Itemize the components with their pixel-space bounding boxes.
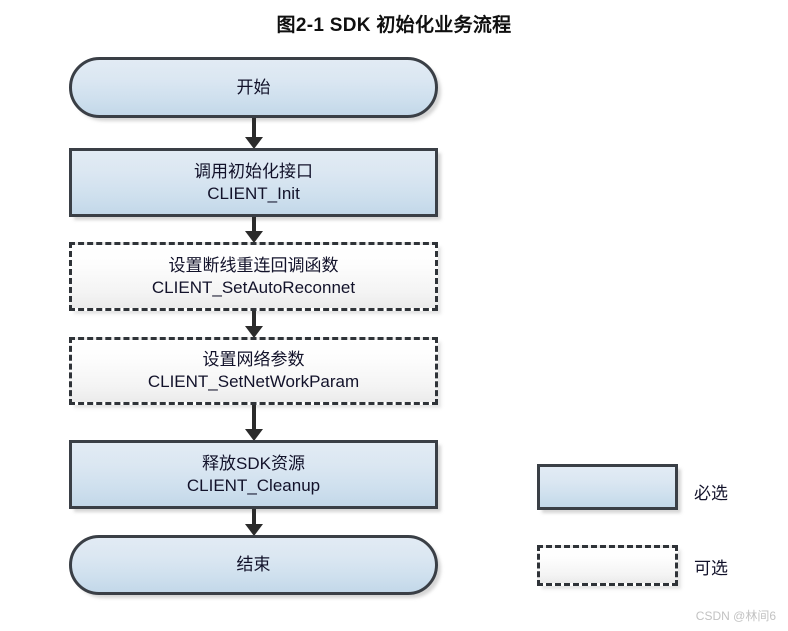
flow-node-reconnect: 设置断线重连回调函数 CLIENT_SetAutoReconnet — [69, 242, 438, 311]
legend-required-swatch — [537, 464, 678, 510]
flow-node-reconnect-line2: CLIENT_SetAutoReconnet — [151, 277, 356, 297]
connector-arrow-netparam-to-cleanup — [245, 405, 263, 441]
flow-node-netparam-line1: 设置网络参数 — [202, 350, 305, 370]
flow-node-end: 结束 — [69, 535, 438, 595]
flow-node-cleanup-line1: 释放SDK资源 — [202, 453, 305, 473]
flow-node-start: 开始 — [69, 57, 438, 118]
legend-optional-swatch — [537, 545, 678, 586]
flow-node-init-line1: 调用初始化接口 — [194, 161, 313, 181]
connector-arrow-reconnect-to-netparam — [245, 311, 263, 338]
flow-node-end-line1: 结束 — [236, 555, 271, 575]
flow-node-netparam-line2: CLIENT_SetNetWorkParam — [147, 372, 360, 391]
watermark: CSDN @林间6 — [695, 609, 776, 623]
connector-shaft — [252, 509, 256, 525]
connector-shaft — [252, 118, 256, 138]
connector-arrow-start-to-init — [245, 118, 263, 149]
connector-shaft — [252, 217, 256, 232]
connector-shaft — [252, 311, 256, 327]
connector-shaft — [252, 405, 256, 430]
flow-node-init: 调用初始化接口 CLIENT_Init — [69, 148, 438, 217]
connector-arrow-init-to-reconnect — [245, 217, 263, 243]
legend-required-label: 必选 — [694, 484, 728, 503]
flow-node-reconnect-line1: 设置断线重连回调函数 — [168, 255, 339, 275]
flow-node-start-line1: 开始 — [236, 77, 271, 97]
legend-optional-label: 可选 — [694, 559, 728, 578]
flow-node-init-line2: CLIENT_Init — [207, 183, 300, 203]
page-title: 图2-1 SDK 初始化业务流程 — [276, 15, 512, 36]
flow-node-cleanup-line2: CLIENT_Cleanup — [186, 475, 321, 495]
flow-node-netparam: 设置网络参数 CLIENT_SetNetWorkParam — [69, 337, 438, 405]
flow-node-cleanup: 释放SDK资源 CLIENT_Cleanup — [69, 440, 438, 509]
connector-arrow-cleanup-to-end — [245, 509, 263, 536]
